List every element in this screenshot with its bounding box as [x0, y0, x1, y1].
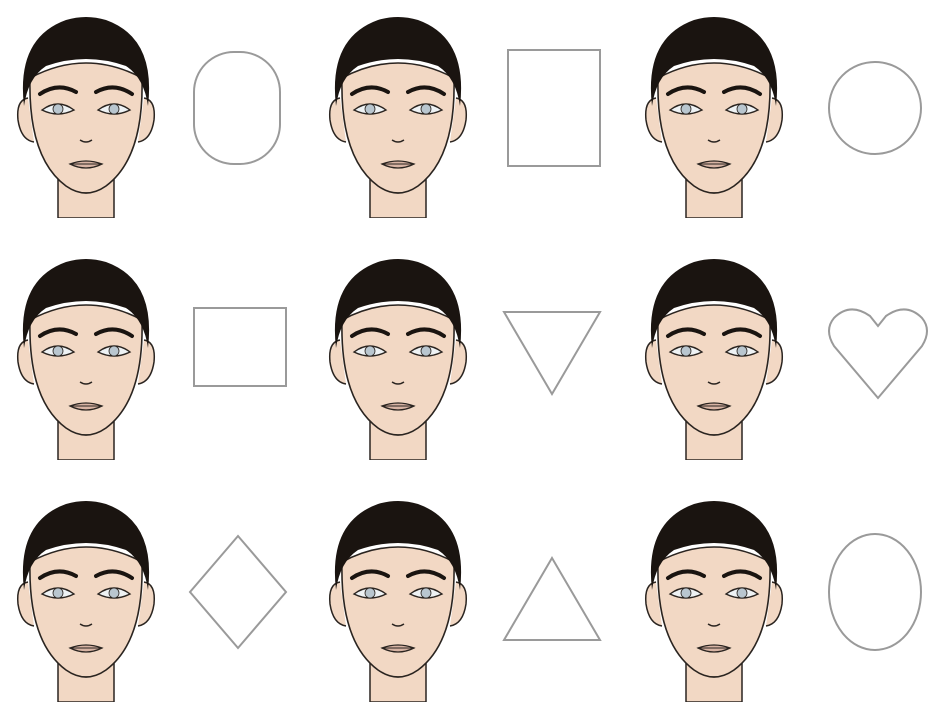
diamond-icon — [182, 528, 292, 658]
oval-icon — [820, 528, 930, 658]
triangle-icon — [496, 528, 606, 658]
face-illustration — [634, 492, 794, 702]
square-icon — [182, 286, 292, 416]
face-illustration — [6, 8, 166, 218]
rectangle-icon — [496, 44, 606, 174]
round-icon — [820, 44, 930, 174]
face-illustration — [634, 250, 794, 460]
face-illustration — [318, 8, 478, 218]
inverted-triangle-icon — [496, 286, 606, 416]
face-illustration — [6, 492, 166, 702]
heart-icon — [820, 286, 930, 416]
oblong-icon — [182, 44, 292, 174]
face-illustration — [318, 492, 478, 702]
face-illustration — [6, 250, 166, 460]
face-illustration — [634, 8, 794, 218]
face-illustration — [318, 250, 478, 460]
